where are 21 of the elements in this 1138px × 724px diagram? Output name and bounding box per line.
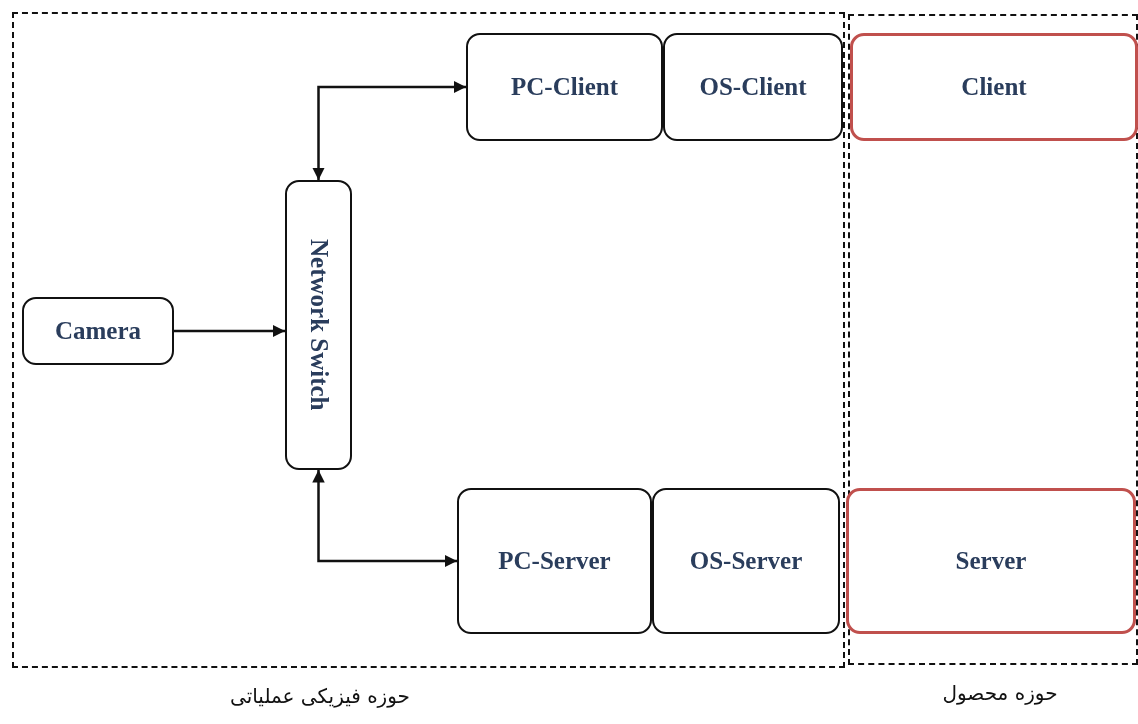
process-box: [850, 33, 1138, 141]
process-box: [285, 180, 352, 470]
box-label: Client: [961, 73, 1027, 101]
process-box: [846, 488, 1136, 634]
box-label: Network Switch: [304, 239, 333, 411]
region-label: حوزه فیزیکی عملیاتی: [230, 684, 410, 708]
box-label: PC-Client: [511, 73, 618, 101]
arrow: [312, 80, 466, 180]
arrow: [312, 470, 457, 568]
process-box: [466, 33, 663, 141]
box-label: OS-Client: [699, 73, 807, 101]
box-label: OS-Server: [689, 547, 803, 575]
box-label: Server: [955, 547, 1027, 575]
process-box: [457, 488, 652, 634]
box-label: Camera: [54, 317, 142, 345]
process-box: [652, 488, 840, 634]
process-box: [663, 33, 843, 141]
process-box: [22, 297, 174, 365]
region-label: حوزه محصول: [942, 681, 1058, 705]
box-label: PC-Server: [498, 547, 611, 575]
arrow: [174, 324, 285, 338]
